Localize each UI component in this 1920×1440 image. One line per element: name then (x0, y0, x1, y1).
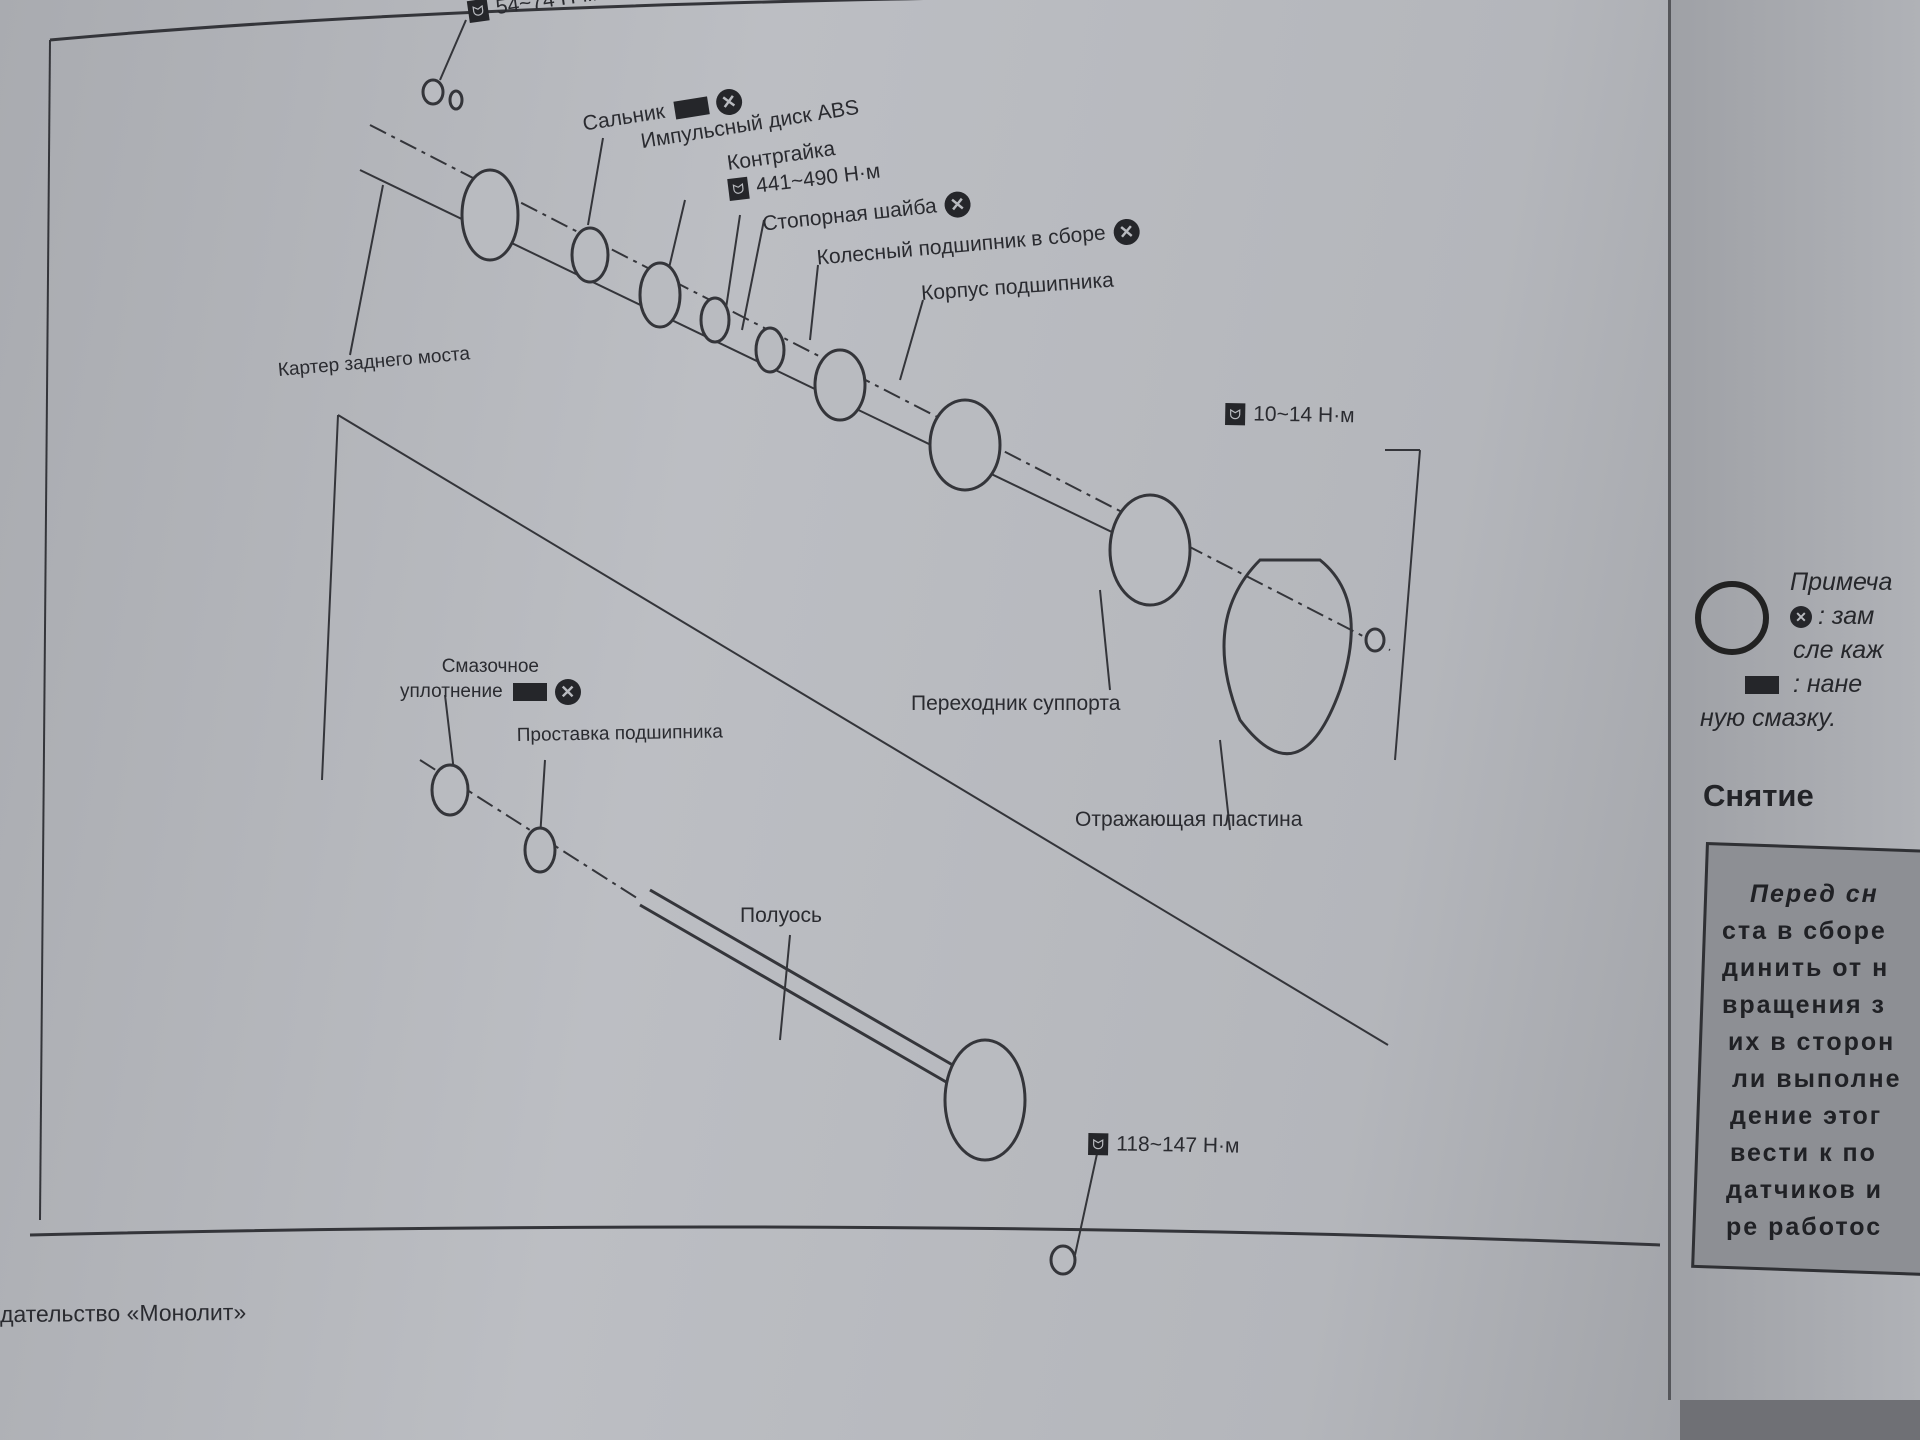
abs-ring-part (638, 261, 682, 329)
bulb-note-icon (1695, 581, 1769, 655)
torque-wrench-icon: ᗢ (1225, 403, 1246, 426)
main-axis-line (369, 124, 1391, 651)
warning-line: их в сторон (1728, 1028, 1896, 1056)
axle-shaft-shape (639, 888, 971, 1092)
section-heading: Снятие (1703, 778, 1814, 813)
page-frame-top (49, 0, 924, 42)
nut-part (421, 78, 445, 106)
torque-wrench-icon: ᗢ (727, 177, 750, 202)
bolt-part (1364, 627, 1386, 653)
page-frame-bottom (29, 1225, 1661, 1247)
note-line: Примеча (1790, 568, 1893, 596)
label-axle-shaft: Полуось (740, 904, 822, 927)
book-page (0, 0, 1680, 1440)
warning-line: датчиков и (1726, 1176, 1884, 1204)
warning-line: вращения з (1722, 991, 1886, 1019)
washer-part (448, 89, 464, 111)
torque-wrench-icon: ᗢ (466, 0, 490, 24)
hub-flange-part (943, 1038, 1027, 1162)
label-baffle-plate: Отражающая пластина (1075, 808, 1303, 831)
bearing-housing-part (928, 398, 1002, 492)
warning-line: динить от н (1722, 954, 1890, 982)
hub-nut-part (1049, 1244, 1077, 1276)
note-line: : нане (1745, 670, 1862, 699)
note-line: сле каж (1793, 636, 1884, 664)
x-circle-icon: ✕ (1112, 217, 1141, 247)
label-caliper-adapter: Переходник суппорта (911, 692, 1121, 715)
callout-box (321, 414, 1389, 1046)
x-circle-icon: ✕ (943, 190, 972, 219)
grease-gun-icon (1745, 676, 1779, 695)
x-circle-icon: ✕ (714, 87, 744, 117)
note-line: ✕: зам (1790, 602, 1874, 631)
warning-line: ли выполне (1732, 1065, 1902, 1093)
wheel-bearing-part (813, 348, 867, 422)
x-circle-icon: ✕ (554, 679, 581, 705)
grease-gun-icon (673, 96, 710, 120)
x-circle-icon: ✕ (1790, 606, 1812, 629)
warning-line: ре работос (1726, 1213, 1883, 1241)
oil-seal-part (570, 226, 610, 284)
caliper-adapter-part (1108, 493, 1192, 607)
lock-nut-part (699, 296, 731, 344)
grease-seal-part (430, 763, 470, 817)
lock-washer-part (754, 326, 786, 374)
warning-line: дение этог (1730, 1102, 1883, 1130)
bearing-spacer-part (523, 826, 557, 874)
torque-wrench-icon: ᗢ (1088, 1133, 1109, 1156)
baffle-plate-shape (1222, 558, 1353, 756)
footer-publisher: дательство «Монолит» (0, 1298, 247, 1328)
axle-flange-part (460, 168, 520, 262)
warning-line: ста в сборе (1722, 917, 1887, 945)
note-line: ную смазку. (1700, 704, 1837, 732)
warning-line: вести к по (1730, 1139, 1877, 1167)
label-bearing-spacer: Проставка подшипника (516, 721, 724, 747)
page-frame-left (39, 39, 51, 1221)
grease-gun-icon (512, 683, 547, 701)
warning-line: Перед сн (1750, 880, 1879, 908)
